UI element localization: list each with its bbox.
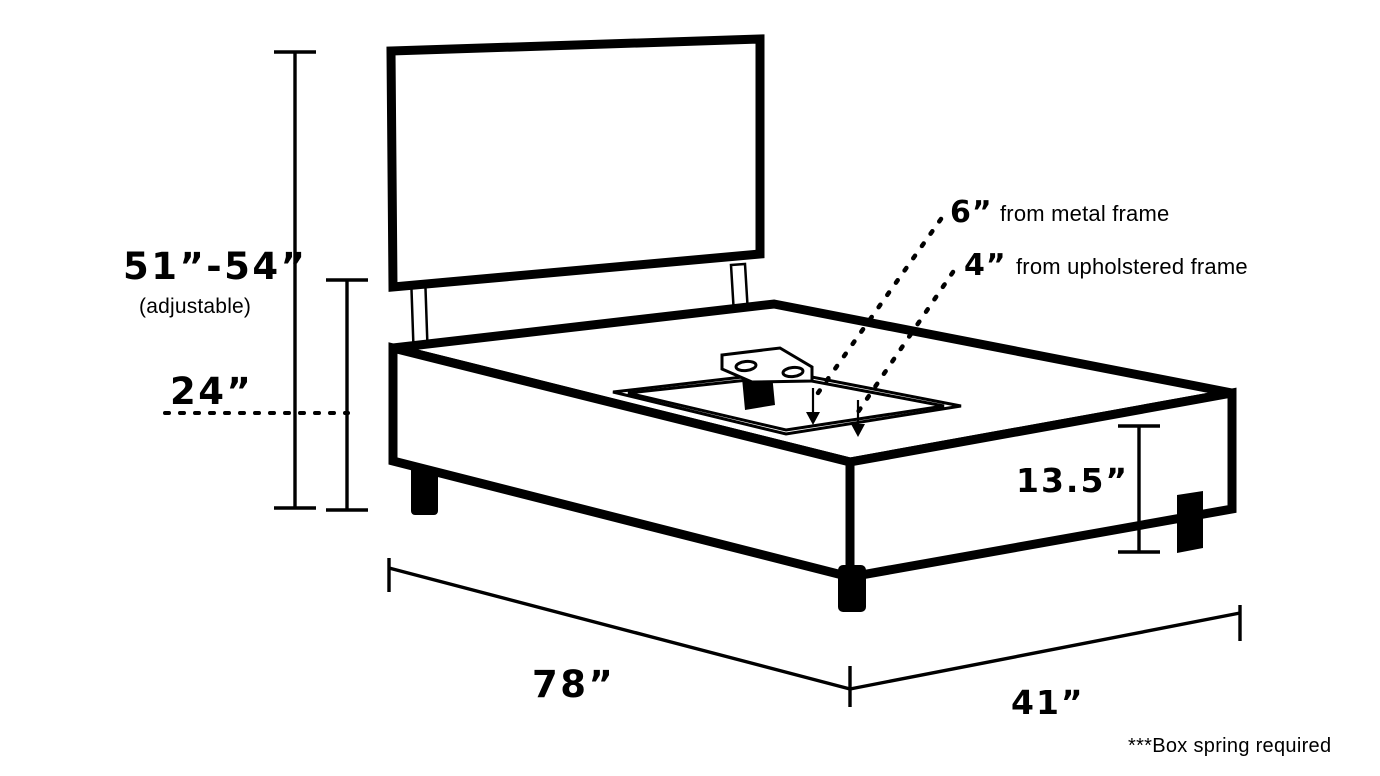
callout-6-text: from metal frame — [1000, 201, 1169, 226]
bracket-slot-right — [781, 365, 805, 379]
dimline-length-78 — [388, 566, 851, 691]
callout-4-value: 4” — [964, 248, 1007, 283]
footnote-box-spring: ***Box spring required — [1128, 735, 1331, 757]
dimline-width-41 — [849, 611, 1241, 691]
headboard-panel — [386, 34, 765, 292]
label-deck-height: 24” — [170, 370, 253, 413]
labels-group: 51”-54” (adjustable) 24” 13.5” 78” 41” 6… — [123, 195, 1331, 757]
callout-6-value: 6” — [950, 195, 993, 230]
platform-recess-inner — [627, 374, 945, 432]
callout-4-arrow-head — [851, 424, 865, 437]
label-rail-height: 13.5” — [1016, 461, 1129, 500]
callout-leaders-group — [806, 216, 956, 437]
frame-front-right-panel — [845, 387, 1237, 583]
label-headboard-height-note: (adjustable) — [139, 295, 251, 318]
callout-4-leader-line — [855, 269, 956, 415]
metal-bracket-group — [720, 346, 814, 384]
leg-front-right — [1177, 491, 1203, 553]
label-width: 41” — [1011, 683, 1085, 722]
label-length: 78” — [532, 663, 615, 706]
callout-6-leader-line — [810, 216, 944, 403]
callout-4-text: from upholstered frame — [1016, 254, 1248, 279]
leg-front-center — [838, 565, 866, 612]
bed-base-group — [388, 299, 1237, 612]
bracket-slot-left — [734, 359, 758, 373]
callout-6-arrow-head — [806, 412, 820, 425]
label-headboard-height: 51”-54” — [123, 245, 307, 288]
dimension-lines-group — [163, 50, 1242, 707]
